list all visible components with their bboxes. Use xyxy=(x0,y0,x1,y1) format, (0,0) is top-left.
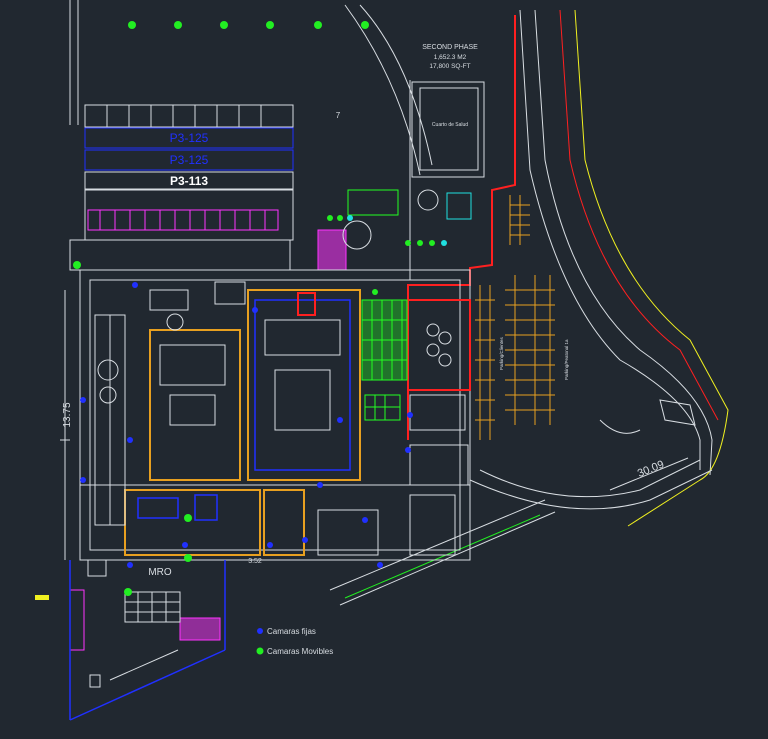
fixed-camera-legend-icon xyxy=(257,628,263,634)
green-equipment-box xyxy=(347,189,399,216)
mobile-camera-marker xyxy=(327,215,333,221)
building-label-p3-125a: P3-125 xyxy=(170,131,209,145)
road-lines xyxy=(344,4,729,527)
fixed-camera-marker xyxy=(317,482,323,488)
mobile-camera-marker xyxy=(361,21,369,29)
parking-note-1: Parking/Clientes xyxy=(499,336,504,370)
mobile-cameras xyxy=(73,215,435,596)
dimension-7: 7 xyxy=(336,111,341,120)
second-phase-title: SECOND PHASE xyxy=(422,44,478,51)
fixed-camera-marker xyxy=(337,417,343,423)
fixed-camera-marker xyxy=(377,562,383,568)
mobile-camera-marker xyxy=(174,21,182,29)
red-route xyxy=(407,15,516,440)
mobile-camera-marker xyxy=(266,21,274,29)
tank xyxy=(417,189,439,211)
fixed-camera-marker xyxy=(267,542,273,548)
mobile-camera-marker xyxy=(184,514,192,522)
mobile-camera-marker xyxy=(184,554,192,562)
fixed-camera-marker xyxy=(407,412,413,418)
mobile-camera-legend-icon xyxy=(256,647,264,655)
dimension-lines xyxy=(60,290,689,560)
second-phase-building xyxy=(411,81,485,178)
mobile-camera-marker xyxy=(417,240,423,246)
magenta-racks xyxy=(69,209,347,651)
cyan-markers xyxy=(347,215,447,246)
cyan-equipment-box xyxy=(446,192,472,220)
red-boxes xyxy=(297,292,471,391)
mro-storage xyxy=(87,559,181,688)
mobile-camera-marker xyxy=(73,261,81,269)
equipment-clusters xyxy=(94,281,469,556)
fixed-camera-marker xyxy=(182,542,188,548)
mro-label: MRO xyxy=(148,567,172,578)
legend: Camaras fijas Camaras Movibles xyxy=(256,627,333,656)
mobile-camera-marker xyxy=(128,21,136,29)
fixed-camera-marker xyxy=(302,537,308,543)
yellow-tag xyxy=(35,595,49,600)
fixed-camera-marker xyxy=(80,477,86,483)
building-label-p3-125b: P3-125 xyxy=(170,153,209,167)
dimension-30-09: 30.09 xyxy=(636,458,666,479)
dimension-13-75: 13.75 xyxy=(62,402,73,427)
mobile-camera-marker xyxy=(124,588,132,596)
mobile-camera-marker xyxy=(405,240,411,246)
legend-fixed-label: Camaras fijas xyxy=(267,627,316,636)
fixed-camera-marker xyxy=(405,447,411,453)
parking-note-2: Parking/Peatonal 1a xyxy=(564,339,569,380)
mobile-camera-marker xyxy=(220,21,228,29)
fixed-camera-marker xyxy=(252,307,258,313)
future-box-note: Cuarto de Salud xyxy=(432,122,468,128)
tank xyxy=(342,220,372,250)
legend-mobile-label: Camaras Movibles xyxy=(267,647,333,656)
blue-rooms xyxy=(69,299,351,721)
top-camera-row xyxy=(128,21,369,29)
second-phase-area-m2: 1,652.3 M2 xyxy=(434,54,467,61)
parking-stripes xyxy=(475,195,555,440)
fixed-camera-marker xyxy=(127,562,133,568)
fixed-camera-marker xyxy=(127,437,133,443)
fixed-camera-marker xyxy=(362,517,368,523)
top-block xyxy=(69,0,411,280)
orange-rooms xyxy=(124,289,361,556)
fixed-camera-marker xyxy=(80,397,86,403)
building-label-p3-113: P3-113 xyxy=(170,174,208,188)
main-plant-outline xyxy=(79,269,471,561)
fixed-cameras xyxy=(80,282,413,568)
diagonal-road xyxy=(109,499,556,681)
green-room xyxy=(361,299,408,421)
mobile-camera-marker xyxy=(314,21,322,29)
mobile-camera-marker xyxy=(429,240,435,246)
second-phase-area-ft: 17,800 SQ-FT xyxy=(429,63,470,70)
fixed-camera-marker xyxy=(132,282,138,288)
mobile-camera-marker xyxy=(372,289,378,295)
mobile-camera-marker xyxy=(337,215,343,221)
dimension-3-52: 3.52 xyxy=(248,558,262,565)
